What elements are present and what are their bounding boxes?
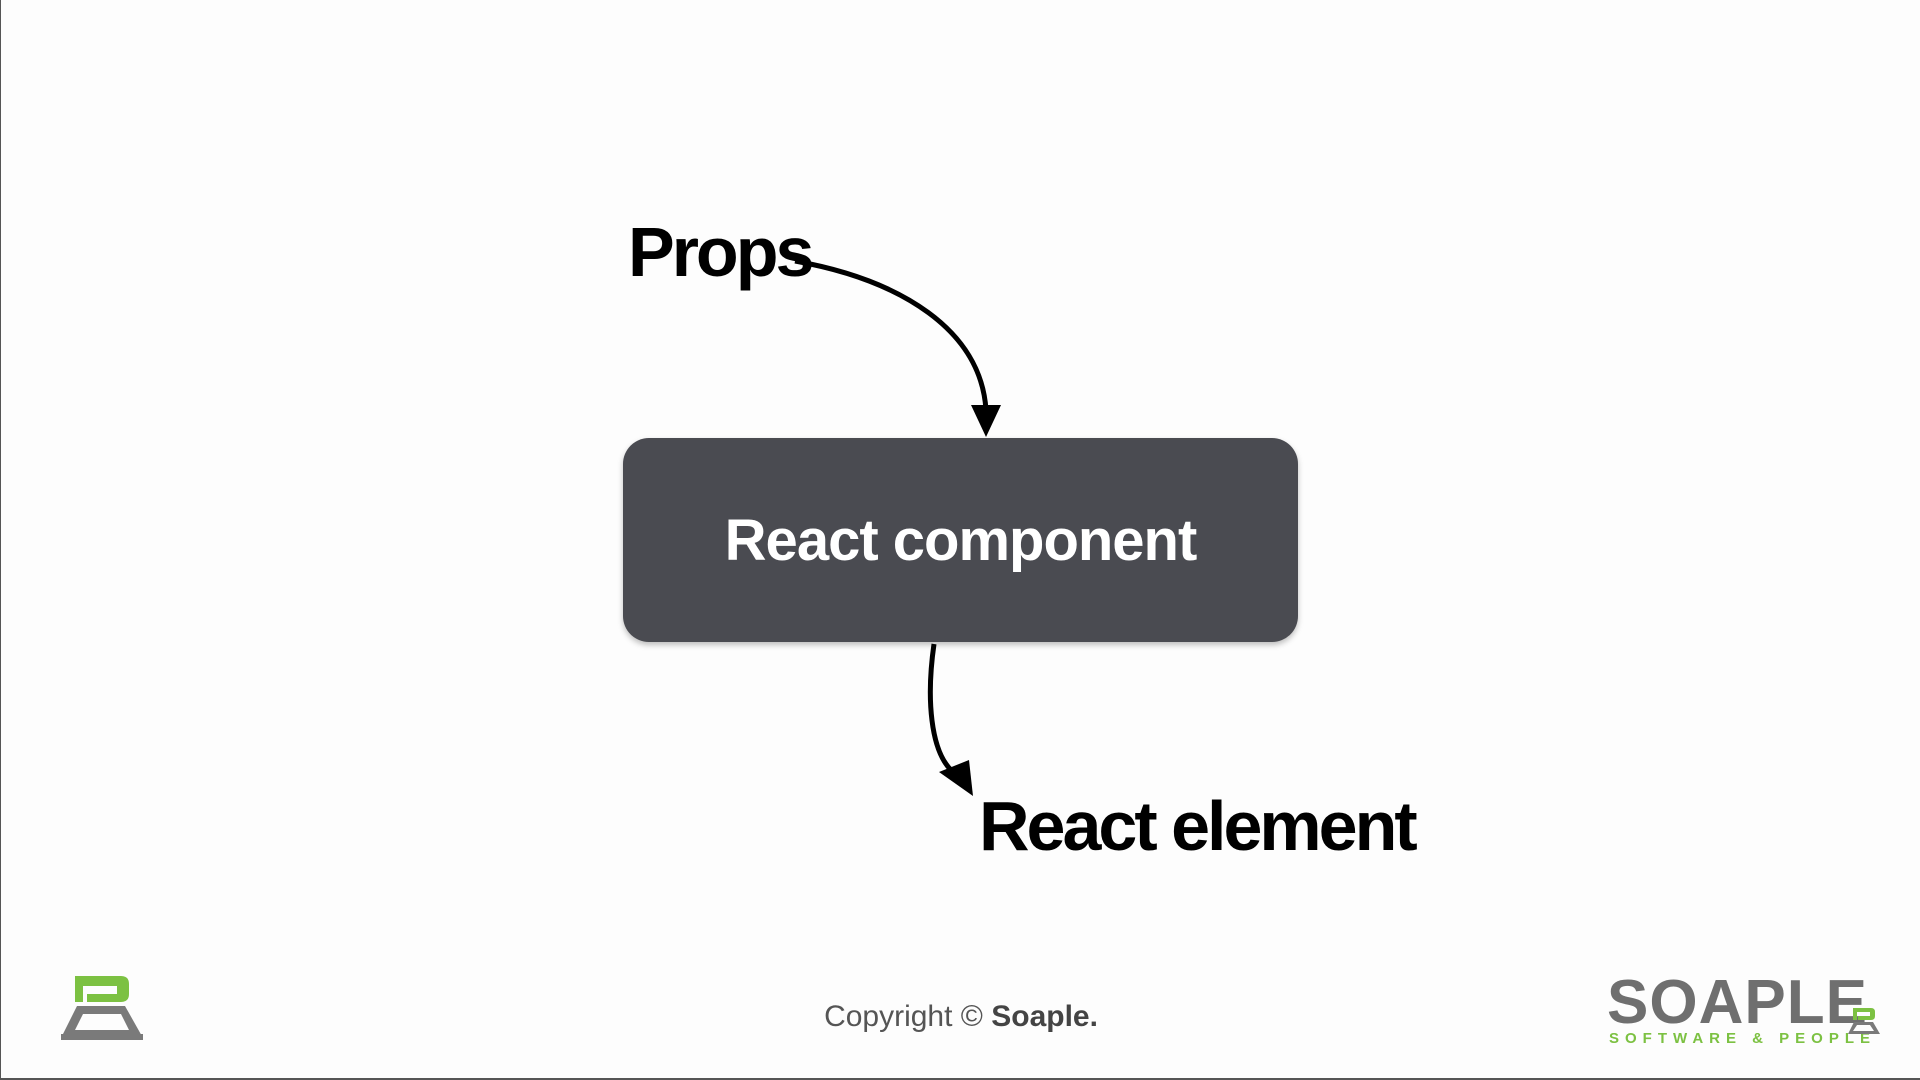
react-element-label: React element [979, 787, 1418, 865]
soaple-logo-word: SOAPLE [1607, 968, 1868, 1037]
component-to-element-arrow [927, 643, 953, 772]
react-component-box: React component [623, 438, 1298, 642]
element-arrowhead [939, 760, 973, 796]
copyright-prefix: Copyright © [824, 1000, 992, 1033]
props-arrowhead [971, 405, 1001, 437]
copyright-brand: Soaple. [991, 1000, 1098, 1033]
props-to-component-arrow [794, 258, 989, 411]
copyright-notice: Copyright © Soaple. [1, 1000, 1920, 1034]
props-label: Props [628, 213, 814, 291]
soaple-mark-icon [61, 976, 143, 1040]
soaple-logo: SOAPLE SOFTWARE & PEOPLE [1607, 970, 1883, 1050]
soaple-mark-icon [1848, 1008, 1880, 1034]
soaple-logo-tagline: SOFTWARE & PEOPLE [1609, 1030, 1877, 1047]
react-component-label: React component [724, 507, 1198, 573]
